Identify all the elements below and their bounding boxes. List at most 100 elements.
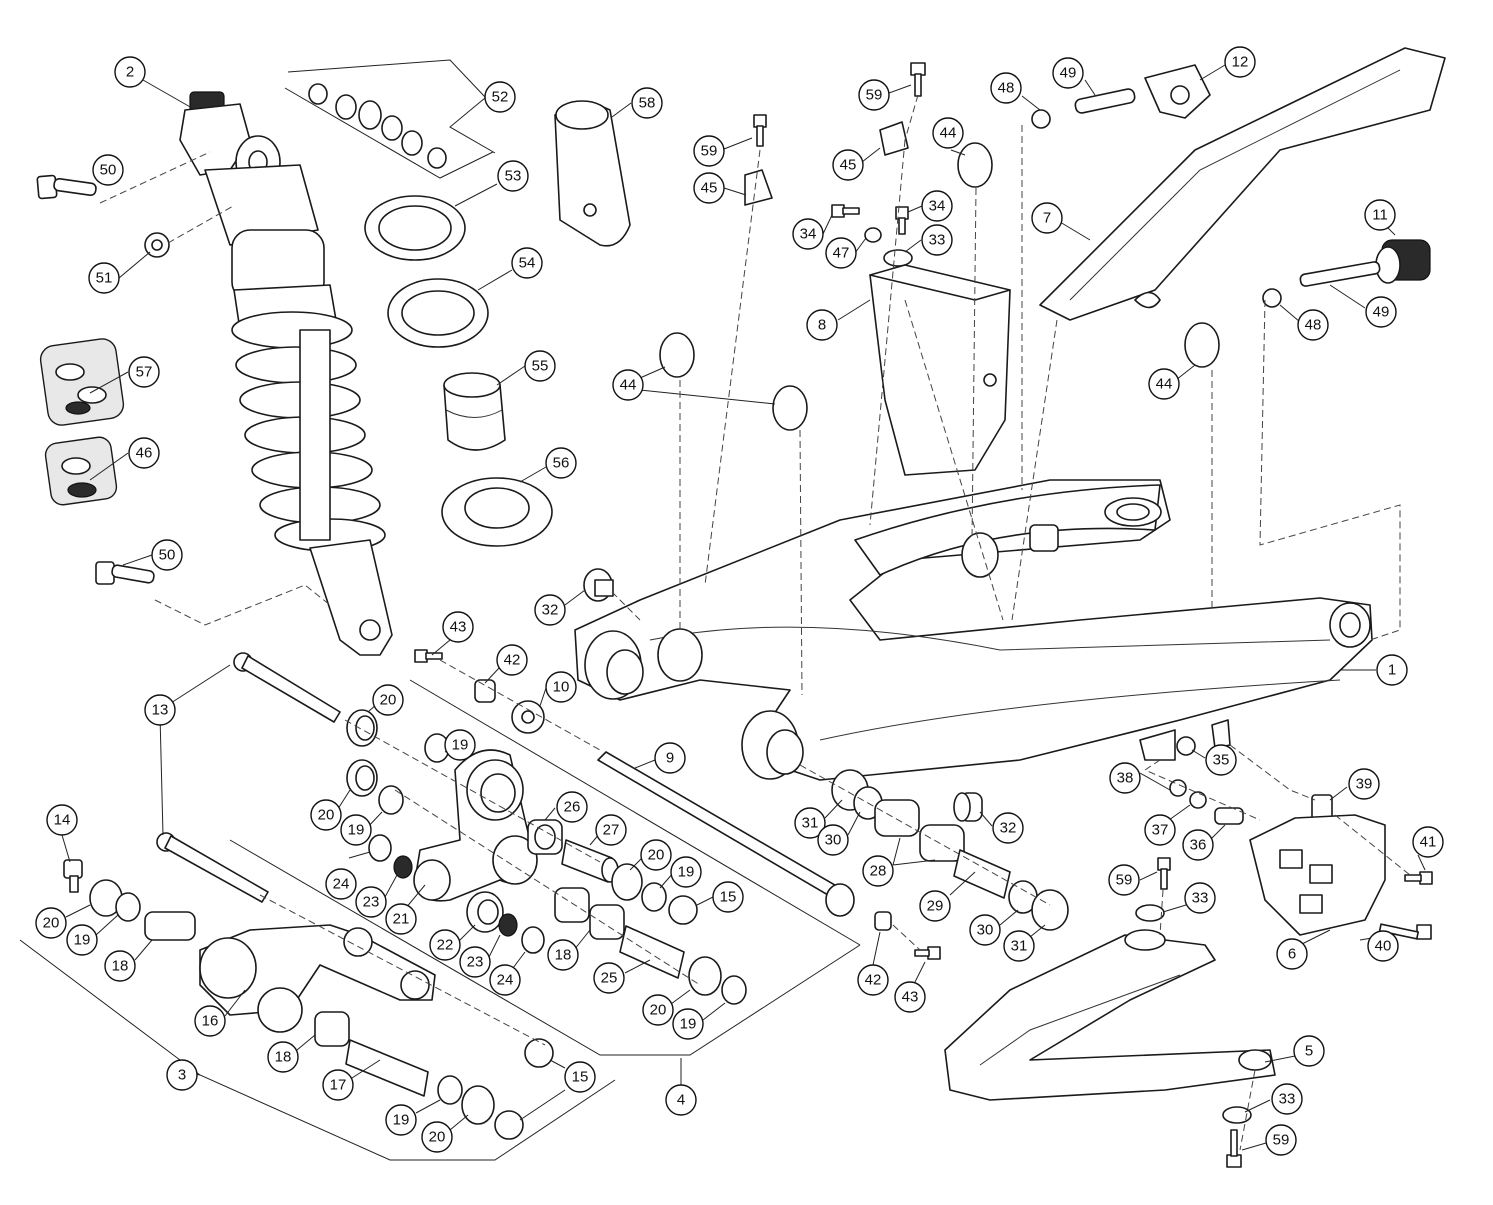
bolt-41 bbox=[1404, 871, 1433, 885]
callout: 4 bbox=[665, 1084, 697, 1116]
svg-text:39: 39 bbox=[1356, 776, 1373, 793]
callout: 59 bbox=[693, 135, 725, 167]
svg-text:19: 19 bbox=[348, 822, 365, 839]
callout: 18 bbox=[104, 950, 136, 982]
shock-bolt-upper bbox=[36, 174, 97, 200]
callout: 15 bbox=[564, 1061, 596, 1093]
shock-seal-set bbox=[308, 83, 447, 169]
bolt-top-left bbox=[753, 114, 767, 147]
callout: 33 bbox=[1184, 882, 1216, 914]
svg-text:15: 15 bbox=[572, 1069, 589, 1086]
svg-text:33: 33 bbox=[1279, 1091, 1296, 1108]
bearing-18-mid-a bbox=[554, 887, 590, 923]
callout: 31 bbox=[794, 807, 826, 839]
adjuster-nut-top bbox=[1031, 109, 1051, 129]
plug-middle bbox=[772, 385, 808, 431]
svg-text:5: 5 bbox=[1305, 1043, 1313, 1060]
callout: 17 bbox=[322, 1069, 354, 1101]
callout: 1 bbox=[1376, 654, 1408, 686]
callout: 45 bbox=[693, 172, 725, 204]
plug-top bbox=[957, 142, 993, 188]
bearing-19-mid bbox=[641, 882, 667, 912]
svg-text:25: 25 bbox=[601, 970, 618, 987]
seal-ring-20-mid bbox=[611, 863, 643, 901]
svg-text:6: 6 bbox=[1288, 946, 1296, 963]
callout: 58 bbox=[631, 87, 663, 119]
callout: 48 bbox=[1297, 309, 1329, 341]
washer-small bbox=[864, 227, 882, 243]
callout: 59 bbox=[1265, 1124, 1297, 1156]
chain-adjuster-block bbox=[1144, 64, 1211, 119]
svg-text:27: 27 bbox=[603, 822, 620, 839]
svg-text:19: 19 bbox=[393, 1112, 410, 1129]
callout: 9 bbox=[654, 742, 686, 774]
hose-clip-right bbox=[879, 121, 909, 156]
nut-15-bottom bbox=[494, 1110, 524, 1140]
svg-text:44: 44 bbox=[620, 377, 637, 394]
callout: 40 bbox=[1367, 930, 1399, 962]
callout: 12 bbox=[1224, 46, 1256, 78]
svg-text:43: 43 bbox=[450, 619, 467, 636]
callout: 33 bbox=[921, 224, 953, 256]
svg-text:40: 40 bbox=[1375, 938, 1392, 955]
callout: 47 bbox=[825, 237, 857, 269]
spring-retainer-ring bbox=[364, 195, 466, 261]
callout: 30 bbox=[969, 914, 1001, 946]
callout: 20 bbox=[421, 1121, 453, 1153]
callout: 35 bbox=[1205, 744, 1237, 776]
svg-text:53: 53 bbox=[505, 168, 522, 185]
svg-text:50: 50 bbox=[159, 547, 176, 564]
callout: 51 bbox=[88, 262, 120, 294]
svg-text:59: 59 bbox=[1116, 872, 1133, 889]
callout: 16 bbox=[194, 1005, 226, 1037]
leader-lines bbox=[19, 59, 1426, 1161]
svg-text:48: 48 bbox=[1305, 317, 1322, 334]
bolt-40 bbox=[1378, 923, 1432, 940]
svg-text:19: 19 bbox=[680, 1016, 697, 1033]
linkage-bolt-lower bbox=[156, 832, 269, 903]
callout: 19 bbox=[444, 729, 476, 761]
callout: 32 bbox=[534, 594, 566, 626]
svg-text:55: 55 bbox=[532, 358, 549, 375]
bearing-18-mid-b bbox=[589, 904, 625, 940]
callout: 8 bbox=[806, 309, 838, 341]
svg-text:18: 18 bbox=[275, 1049, 292, 1066]
callout: 43 bbox=[894, 981, 926, 1013]
svg-text:44: 44 bbox=[1156, 376, 1173, 393]
svg-text:41: 41 bbox=[1420, 834, 1437, 851]
nut-15-mid bbox=[524, 1038, 554, 1068]
svg-text:34: 34 bbox=[800, 226, 817, 243]
callout: 52 bbox=[484, 81, 516, 113]
svg-text:43: 43 bbox=[902, 989, 919, 1006]
sleeve-29 bbox=[953, 849, 1011, 899]
callout: 48 bbox=[990, 72, 1022, 104]
bearing-19-bottom bbox=[437, 1075, 463, 1105]
svg-text:32: 32 bbox=[1000, 820, 1017, 837]
svg-text:10: 10 bbox=[553, 679, 570, 696]
seal-ring-20-bottom bbox=[461, 1085, 495, 1125]
callout: 34 bbox=[921, 190, 953, 222]
svg-text:59: 59 bbox=[1273, 1132, 1290, 1149]
callout: 45 bbox=[832, 149, 864, 181]
callout: 20 bbox=[372, 684, 404, 716]
svg-text:4: 4 bbox=[677, 1092, 685, 1109]
svg-text:21: 21 bbox=[393, 911, 410, 928]
callout: 50 bbox=[151, 539, 183, 571]
svg-text:42: 42 bbox=[504, 652, 521, 669]
callout: 55 bbox=[524, 350, 556, 382]
callout: 42 bbox=[857, 964, 889, 996]
svg-text:24: 24 bbox=[497, 972, 514, 989]
svg-text:59: 59 bbox=[866, 87, 883, 104]
callout: 5 bbox=[1293, 1035, 1325, 1067]
callout: 11 bbox=[1364, 199, 1396, 231]
svg-text:13: 13 bbox=[152, 702, 169, 719]
callout: 19 bbox=[385, 1104, 417, 1136]
bump-stop bbox=[443, 372, 506, 451]
callout: 57 bbox=[128, 356, 160, 388]
svg-text:31: 31 bbox=[1011, 938, 1028, 955]
seal-24-left bbox=[368, 834, 392, 862]
callout: 6 bbox=[1276, 938, 1308, 970]
service-kit bbox=[44, 436, 118, 506]
bearing-28-b bbox=[919, 824, 965, 862]
